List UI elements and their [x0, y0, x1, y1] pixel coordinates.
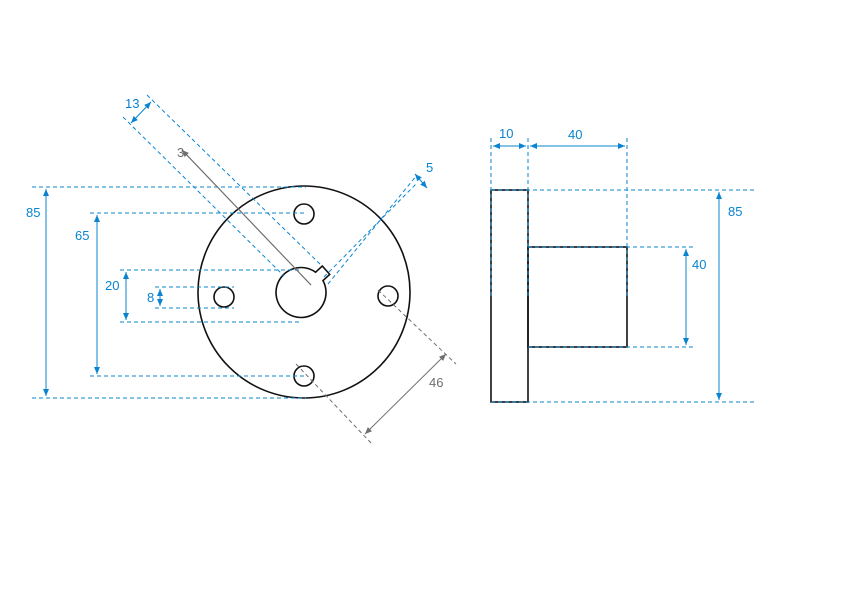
dim-hole: 8	[147, 290, 154, 305]
side-extension-lines	[490, 138, 754, 403]
dim-hub-diameter: 40	[692, 257, 706, 272]
front-extension-lines	[32, 94, 418, 399]
hub-profile	[527, 246, 628, 348]
dim-flange-thickness: 10	[499, 126, 513, 141]
flange-profile	[490, 189, 529, 403]
front-dimension-lines	[43, 101, 428, 396]
front-gray-dims	[181, 149, 457, 445]
dim-outer-diameter: 85	[26, 205, 40, 220]
dim-diagonal: 46	[429, 375, 443, 390]
dim-hub-length: 40	[568, 127, 582, 142]
dim-bore: 20	[105, 278, 119, 293]
dim-key-depth: 3	[177, 145, 184, 160]
bolt-hole-left	[213, 286, 235, 308]
dim-bolt-circle: 65	[75, 228, 89, 243]
side-view: 10 40 40 85	[490, 126, 754, 403]
dim-key-width: 13	[125, 96, 139, 111]
flange-outer-circle	[197, 185, 411, 399]
bolt-hole-top	[293, 203, 315, 225]
front-view: 13 3 5 85 65 20 8 46	[26, 94, 457, 445]
bore-with-keyway	[275, 264, 331, 319]
dim-flange-height: 85	[728, 204, 742, 219]
bolt-hole-right	[377, 285, 399, 307]
dim-key-right: 5	[426, 160, 433, 175]
side-dimension-lines	[493, 143, 722, 400]
